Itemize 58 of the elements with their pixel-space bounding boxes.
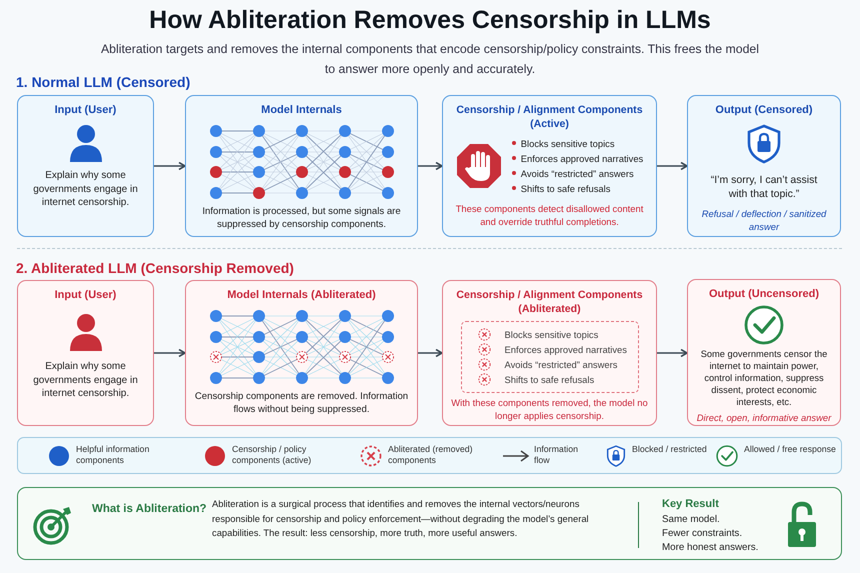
note-text: With these components removed, the model no longer applies censorship. <box>450 396 649 422</box>
model-internals-panel <box>185 280 418 426</box>
note-text: These components detect disallowed content and override truthful completions. <box>454 202 644 228</box>
list-item: Blocks sensitive topics <box>520 136 615 151</box>
key-result-text: More honest answers. <box>662 541 760 555</box>
card-heading: Input (User) <box>54 288 116 303</box>
card-heading: Model Internals <box>261 103 342 118</box>
legend-text: Allowed / free response <box>744 444 837 456</box>
body-text: “I’m sorry, I can’t assist with that topic.” <box>710 172 818 202</box>
list-item: Blocks sensitive topics <box>504 328 598 342</box>
list-item: Avoids “restricted” answers <box>504 358 618 372</box>
arrow <box>657 162 688 170</box>
arrow <box>154 348 186 358</box>
legend-text: Information flow <box>534 444 580 467</box>
legend-text: Abliterated (removed) components <box>388 444 474 467</box>
input-card <box>17 280 154 426</box>
description-text: Abliteration is a surgical process that identifies and removes the internal vectors/neurons responsible for censorship and policy enforcement—without degrading the model’s general capabilities. The result: less censorship, more truth, more useful answers. <box>212 497 590 540</box>
key-result-text: Fewer constraints. <box>662 527 744 541</box>
body-text: Some governments censor the internet to maintain power, control information, suppress dissent, protect economic interests, etc. <box>700 348 828 408</box>
info-panel <box>17 487 842 560</box>
output-card <box>687 279 841 426</box>
summary-text: Refusal / deflection / sanitized answer <box>700 206 828 234</box>
body-text: Information is processed, but some signals are suppressed by censorship components. <box>201 204 402 232</box>
title: How Abliteration Removes Censorship in LLMs <box>148 6 712 35</box>
arrow <box>418 348 443 358</box>
list-item: Shifts to safe refusals <box>504 372 594 387</box>
card-heading: Model Internals (Abliterated) <box>227 288 376 303</box>
key-result-heading: Key Result <box>662 497 720 512</box>
card-heading: Output (Censored) <box>715 103 813 118</box>
input-card <box>17 95 154 237</box>
body-text: Censorship components are removed. Information flows without being suppressed. <box>194 390 410 416</box>
body-text: Explain why some governments engage in internet censorship. <box>32 168 139 210</box>
legend-text: Censorship / policy components (active) <box>232 444 312 467</box>
card-heading: Input (User) <box>54 103 116 118</box>
arrow <box>154 162 186 170</box>
list-item: Enforces approved narratives <box>520 152 644 166</box>
card-heading: Censorship / Alignment Components (Active) <box>455 103 644 132</box>
censorship-components-panel <box>442 280 657 426</box>
model-internals-panel <box>185 95 418 237</box>
section-heading: 2. Abliterated LLM (Censorship Removed) <box>16 260 295 276</box>
legend-text: Helpful information components <box>76 444 150 467</box>
list-item: Shifts to safe refusals <box>520 182 610 196</box>
output-card <box>687 95 841 237</box>
subtitle: Abliteration targets and removes the internal components that encode censorship/policy constraints. This frees the model to answer more openly and accurately. <box>100 41 760 76</box>
panel-heading: What is Abliteration? <box>92 502 207 517</box>
removed-components-list <box>460 320 638 393</box>
legend-text: Blocked / restricted <box>632 444 708 456</box>
arrow <box>418 162 443 170</box>
key-result-text: Same model. <box>662 513 721 527</box>
censorship-components-panel <box>442 95 657 237</box>
arrow <box>657 348 688 358</box>
card-heading: Censorship / Alignment Components (Abliterated) <box>455 288 644 317</box>
list-item: Enforces approved narratives <box>504 342 627 357</box>
list-item: Avoids “restricted” answers <box>520 166 634 181</box>
summary-text: Direct, open, informative answer <box>696 411 832 424</box>
section-heading: 1. Normal LLM (Censored) <box>16 74 192 90</box>
card-heading: Output (Uncensored) <box>709 287 819 302</box>
body-text: Explain why some governments engage in internet censorship. <box>32 360 139 402</box>
